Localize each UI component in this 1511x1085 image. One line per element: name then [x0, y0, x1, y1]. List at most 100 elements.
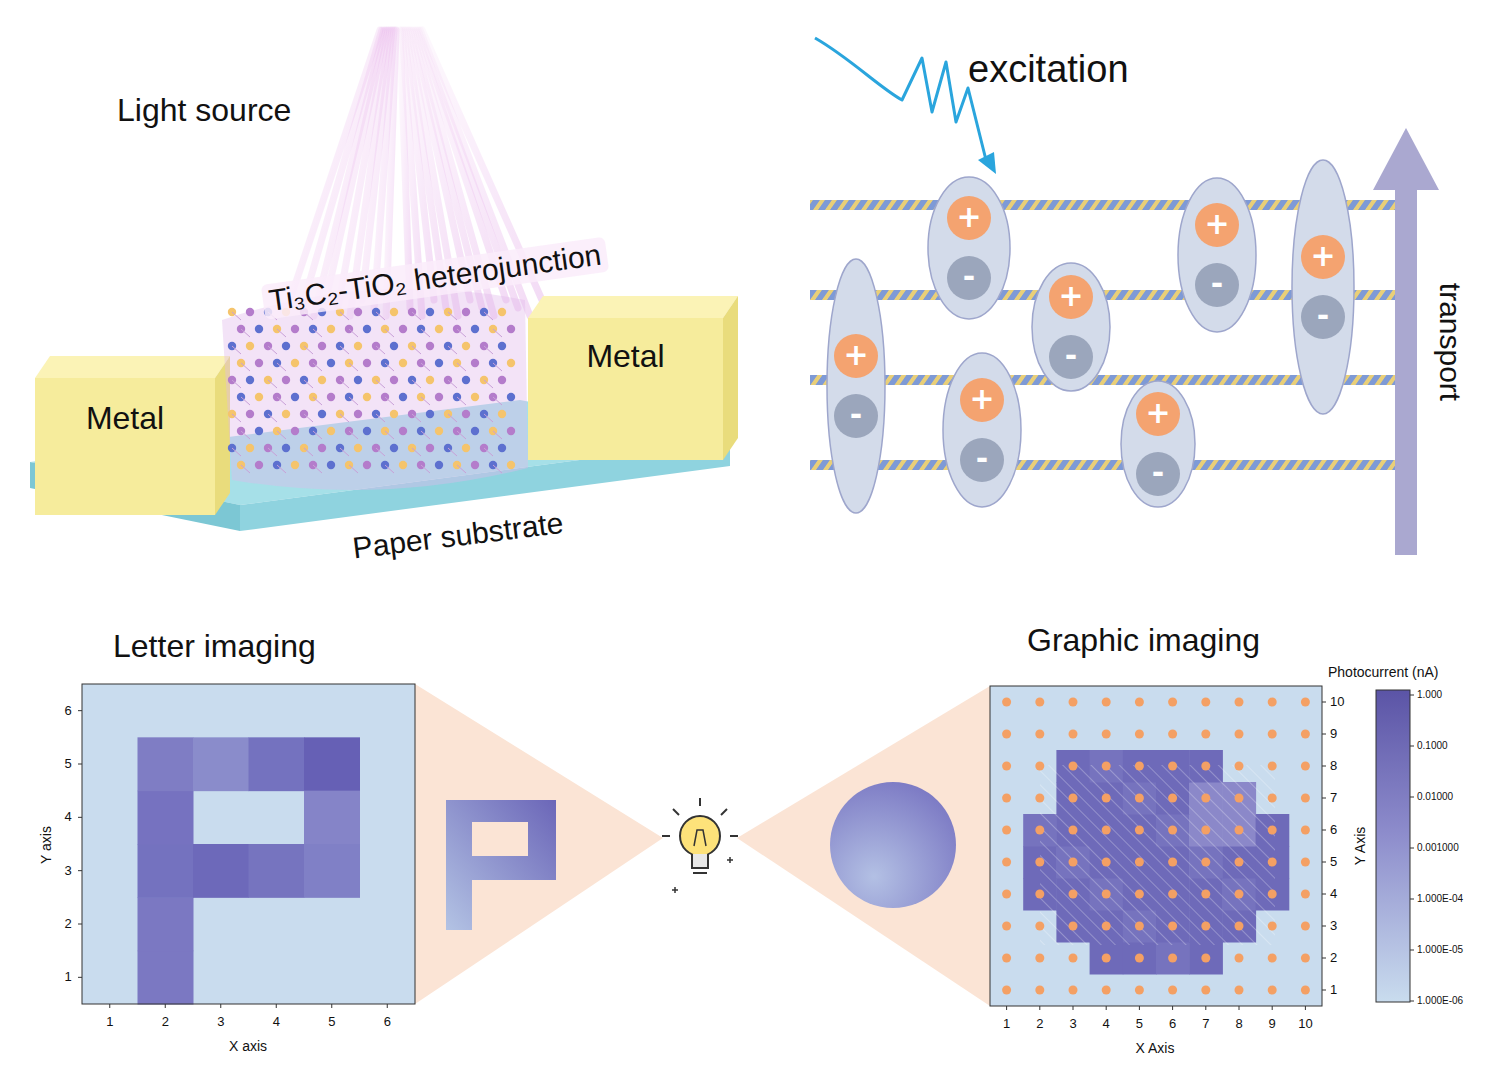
atom [255, 325, 263, 333]
bond [448, 346, 457, 354]
atom [318, 410, 326, 418]
atom [291, 359, 299, 367]
atom [282, 376, 290, 384]
electrode-label: Metal [586, 338, 664, 375]
ellipse-outline [1292, 160, 1354, 414]
atom [462, 308, 470, 316]
tick-mark [1139, 1006, 1140, 1010]
hole-charge: + [1195, 203, 1239, 247]
atom [246, 308, 254, 316]
tick-mark [220, 1004, 221, 1008]
sample-dot [1201, 922, 1210, 931]
sample-dot [1201, 858, 1210, 867]
exciton-ellipse: +- [1177, 177, 1257, 333]
atom [291, 427, 299, 435]
bond [277, 397, 286, 405]
process-label: transport [1433, 283, 1468, 401]
excitation-wave [978, 152, 996, 174]
atom [255, 461, 263, 469]
bond [268, 380, 277, 388]
bond [313, 397, 322, 405]
tick-mark [1322, 798, 1326, 799]
heatmap-cell [249, 844, 305, 898]
sample-dot [1168, 826, 1177, 835]
sample-dot [1069, 826, 1078, 835]
atom [435, 325, 443, 333]
ellipse-outline [826, 258, 886, 514]
sample-dot [1301, 890, 1310, 899]
metal-electrode [528, 296, 738, 318]
sample-dot [1268, 730, 1277, 739]
tick-mark [1006, 1006, 1007, 1010]
tick-mark [109, 1004, 110, 1008]
color-bar [1376, 690, 1410, 1002]
heatmap-cell [193, 737, 249, 791]
atom [471, 325, 479, 333]
sample-dot [1235, 698, 1244, 707]
sample-dot [1235, 794, 1244, 803]
atom [246, 410, 254, 418]
atom [498, 410, 506, 418]
layer-strand [810, 460, 1395, 470]
tick-mark [1205, 1006, 1206, 1010]
sample-dot [1102, 922, 1111, 931]
tick-mark [1322, 926, 1326, 927]
bond [340, 346, 349, 354]
atom [471, 393, 479, 401]
atom [426, 376, 434, 384]
sample-dot [1268, 890, 1277, 899]
transport-arrow [1395, 188, 1417, 555]
hole-charge: + [834, 334, 878, 378]
bond [241, 431, 250, 439]
sample-dot [1069, 922, 1078, 931]
bond [376, 312, 385, 320]
sample-dot [1201, 890, 1210, 899]
bond [277, 465, 286, 473]
bond [340, 380, 349, 388]
atom [354, 376, 362, 384]
colorbar-tick-label: 1.000E-06 [1417, 995, 1463, 1007]
electron-charge: - [960, 438, 1004, 482]
tick-label: 6 [384, 1015, 391, 1030]
bond [241, 397, 250, 405]
bond [232, 380, 241, 388]
bond [421, 465, 430, 473]
exciton-ellipse: +- [826, 258, 886, 514]
atom [318, 444, 326, 452]
atom [246, 376, 254, 384]
atom [426, 444, 434, 452]
exciton-ellipse: +- [1120, 380, 1196, 508]
electron-charge: - [1136, 452, 1180, 496]
atom [282, 410, 290, 418]
tick-mark [1305, 1006, 1306, 1010]
projection-beams [415, 684, 663, 1004]
circle-mask [830, 782, 956, 908]
atom [498, 444, 506, 452]
sample-dot [1002, 762, 1011, 771]
sample-dot [1002, 826, 1011, 835]
bond [313, 363, 322, 371]
tick-mark [78, 710, 82, 711]
atom [390, 444, 398, 452]
tick-mark [78, 924, 82, 925]
sample-dot [1201, 794, 1210, 803]
tick-label: 6 [64, 703, 71, 718]
heatmap-cell [138, 737, 194, 791]
bond [493, 363, 502, 371]
sample-dot [1201, 762, 1210, 771]
bond [304, 346, 313, 354]
light-bulb-icon [694, 830, 706, 846]
bond [385, 329, 394, 337]
sample-dot [1102, 986, 1111, 995]
light-bulb-icon [674, 887, 676, 893]
sample-dot [1102, 954, 1111, 963]
sample-dot [1135, 954, 1144, 963]
tick-label: 5 [1136, 1017, 1143, 1032]
sample-dot [1069, 986, 1078, 995]
sample-dot [1268, 698, 1277, 707]
sample-dot [1069, 954, 1078, 963]
atom [291, 325, 299, 333]
ellipse-outline [1177, 177, 1257, 333]
tick-label: 3 [64, 863, 71, 878]
colorbar-tick-label: 1.000E-05 [1417, 944, 1463, 956]
